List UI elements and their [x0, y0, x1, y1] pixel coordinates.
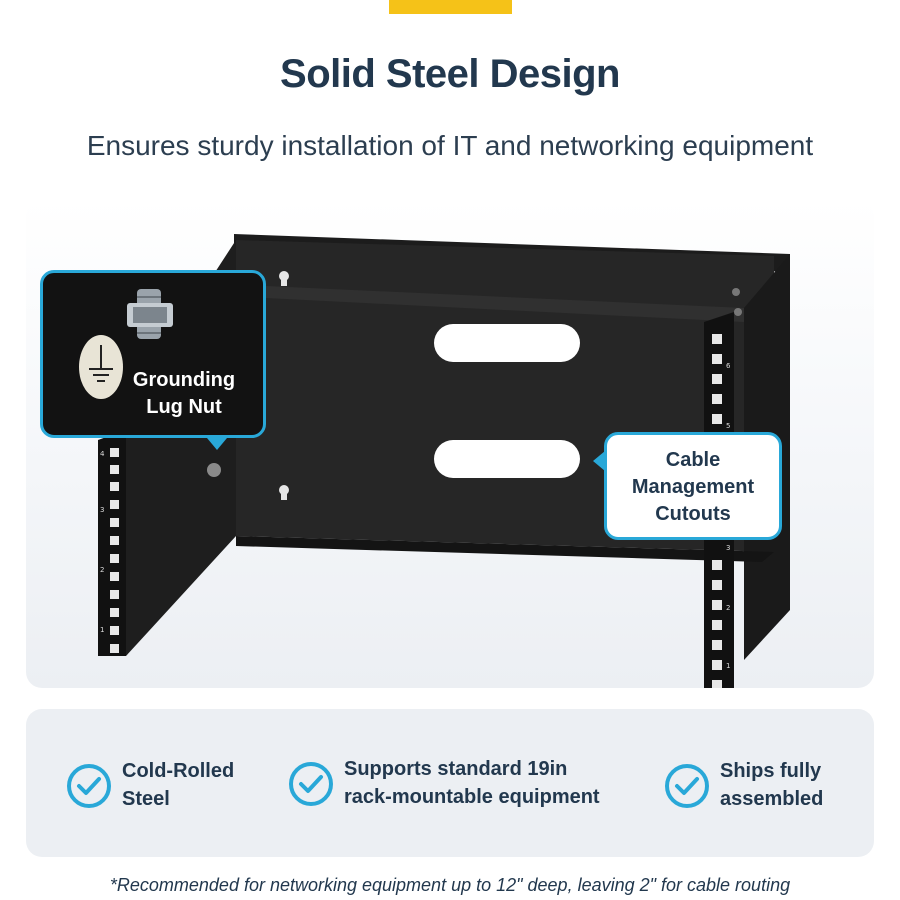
feature-cold-rolled-steel: Cold-Rolled Steel — [66, 757, 234, 813]
ground-symbol-icon — [79, 335, 123, 399]
rail-number: 5 — [726, 422, 730, 430]
feature-line1: Ships fully — [720, 760, 822, 782]
feature-line1: Supports standard 19in — [344, 758, 568, 780]
grounding-label: Grounding Lug Nut — [129, 367, 239, 421]
lug-nut-icon — [127, 289, 173, 339]
page-subtitle: Ensures sturdy installation of IT and ne… — [86, 130, 814, 161]
grounding-label-line2: Lug Nut — [146, 396, 222, 418]
rail-number: 3 — [100, 506, 104, 514]
callout-pointer — [593, 451, 605, 471]
feature-line2: Steel — [122, 788, 170, 810]
rail-number: 1 — [100, 626, 104, 634]
grounding-label-line1: Grounding — [132, 369, 236, 391]
cable-label-line2: Management — [631, 476, 755, 498]
rail-number: 3 — [726, 544, 730, 552]
accent-bar — [389, 0, 512, 14]
footnote: *Recommended for networking equipment up… — [109, 875, 791, 895]
page-title: Solid Steel Design — [280, 52, 620, 96]
rail-number: 2 — [100, 566, 104, 574]
feature-supports-19in: Supports standard 19in rack-mountable eq… — [288, 755, 600, 811]
feature-line2: assembled — [720, 788, 824, 810]
check-circle-icon — [665, 764, 709, 808]
check-circle-icon — [67, 764, 111, 808]
cable-label-line1: Cable — [665, 449, 721, 471]
rail-number: 1 — [726, 662, 730, 670]
check-circle-icon — [289, 762, 333, 806]
callout-pointer — [207, 438, 227, 450]
rail-number: 2 — [726, 604, 730, 612]
rail-number: 6 — [726, 362, 731, 370]
feature-line1: Cold-Rolled — [122, 760, 235, 782]
rail-number: 4 — [100, 450, 105, 458]
cable-label-line3: Cutouts — [655, 503, 731, 525]
features-panel: Cold-Rolled Steel Supports standard 19in… — [26, 709, 874, 857]
cable-management-callout: Cable Management Cutouts — [593, 432, 782, 540]
feature-ships-assembled: Ships fully assembled — [664, 757, 823, 813]
feature-line2: rack-mountable equipment — [344, 786, 600, 808]
grounding-lug-callout: Grounding Lug Nut — [40, 270, 266, 450]
